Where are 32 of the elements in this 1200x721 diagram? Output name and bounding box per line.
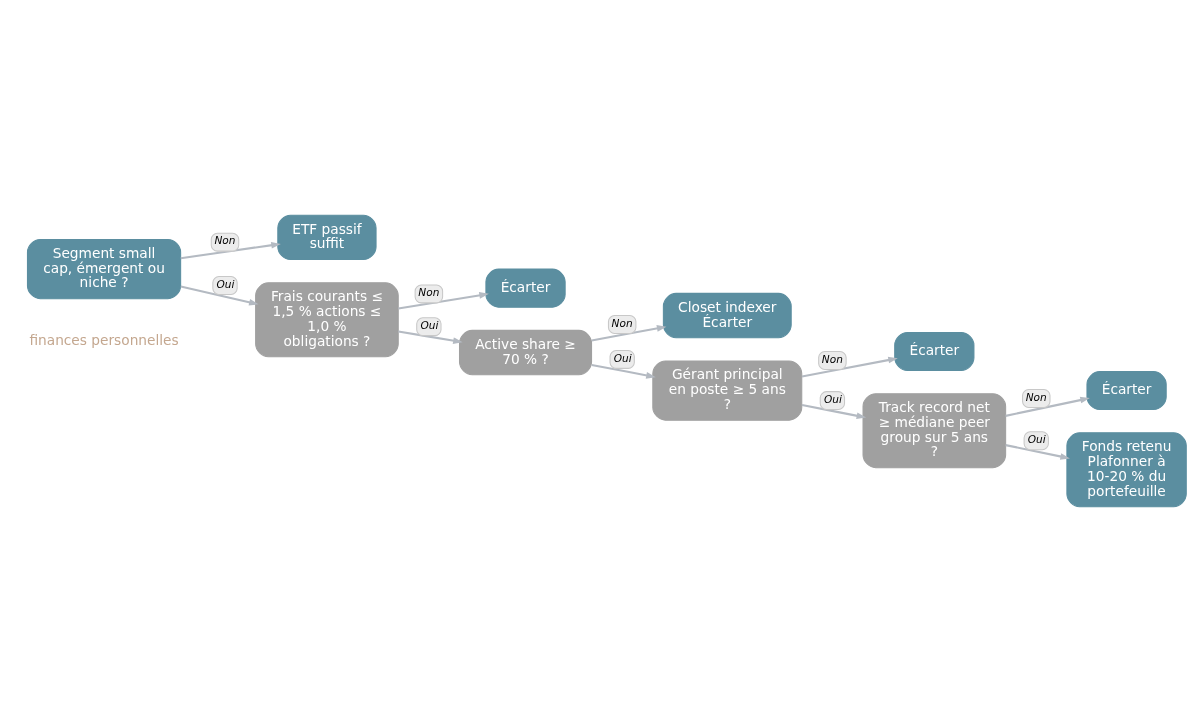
edge-label: Oui <box>216 277 235 290</box>
arrow <box>591 324 667 342</box>
node-box: Active share ≥ 70 % ? <box>459 329 593 375</box>
edge-label: Non <box>1025 390 1047 403</box>
arrow <box>591 363 656 379</box>
node-box: ETF passif suffit <box>277 214 377 260</box>
node-box: Écarter <box>1086 370 1167 410</box>
edge-label: Oui <box>1027 432 1046 445</box>
edge-label: Oui <box>613 351 632 364</box>
node-box: Segment small cap, émergent ou niche ? <box>26 238 182 299</box>
label: finances personnelles <box>29 331 179 348</box>
node-box: Fonds retenu Plafonner à 10-20 % du portefeuille <box>1066 431 1187 507</box>
node-box: Écarter <box>894 331 975 371</box>
edge-label: Non <box>418 285 440 298</box>
node-box: Track record net ≥ médiane peer group sur 5 ans ? <box>862 392 1007 468</box>
arrow <box>801 403 867 419</box>
node-box: Gérant principal en poste ≥ 5 ans ? <box>652 359 803 421</box>
arrow <box>398 330 463 344</box>
arrow <box>180 284 259 305</box>
edge-label: Non <box>214 233 236 246</box>
node-box: Écarter <box>485 268 566 308</box>
arrow <box>1005 396 1090 417</box>
arrow <box>180 241 281 259</box>
edge-label: Non <box>821 352 843 365</box>
node-box: Frais courants ≤ 1,5 % actions ≤ 1,0 % obligations ? <box>255 281 399 357</box>
node-box: Closet indexer Écarter <box>662 292 792 338</box>
edge-label: Oui <box>420 318 439 331</box>
arrow <box>398 291 489 309</box>
arrow <box>801 356 898 378</box>
edge-label: Oui <box>823 392 842 405</box>
edge-label: Non <box>611 316 633 329</box>
arrow <box>1005 443 1070 460</box>
